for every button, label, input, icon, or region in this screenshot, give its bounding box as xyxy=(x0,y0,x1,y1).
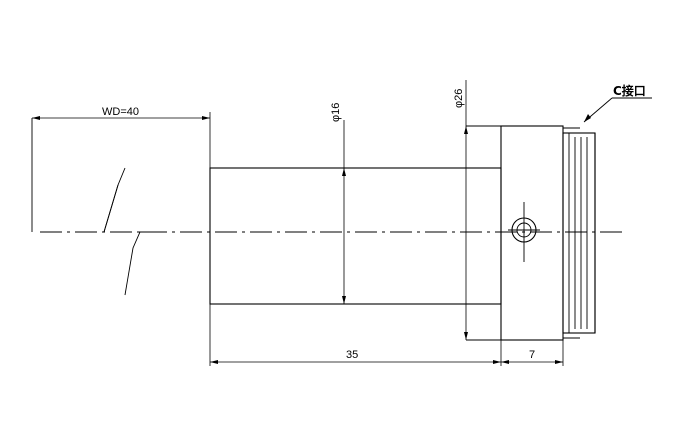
lens-barrel xyxy=(209,167,502,305)
c-mount-leader xyxy=(583,97,652,123)
focus-screw xyxy=(508,202,540,262)
lens-flange xyxy=(466,125,564,341)
wd-label: WD=40 xyxy=(102,106,139,118)
length-7-label: 7 xyxy=(529,349,535,361)
object-break-symbol xyxy=(31,118,155,296)
c-mount-thread xyxy=(562,127,596,339)
length-dimensions xyxy=(209,304,564,366)
dia16-label: φ16 xyxy=(330,103,342,122)
dia26-label: φ26 xyxy=(453,89,465,108)
wd-dimension xyxy=(32,112,211,168)
dia26-dimension xyxy=(464,80,468,340)
length-35-label: 35 xyxy=(346,349,358,361)
dia16-dimension xyxy=(342,120,346,304)
c-mount-label: C接口 xyxy=(613,83,646,98)
